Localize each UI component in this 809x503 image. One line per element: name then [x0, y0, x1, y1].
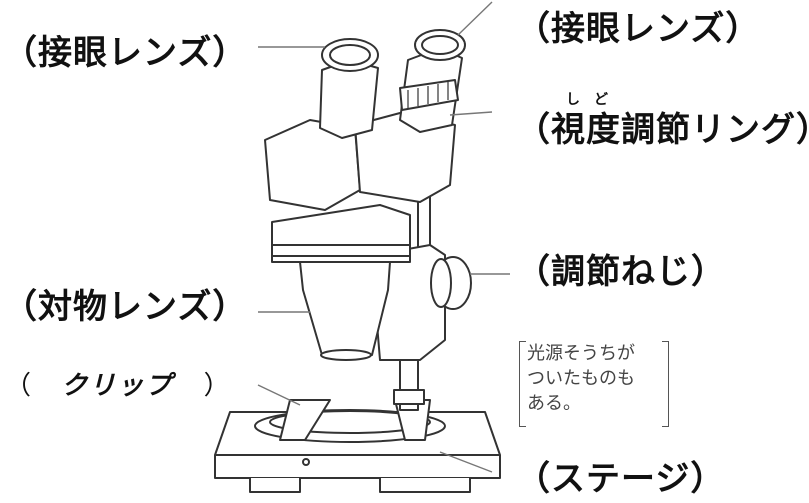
clip-word: クリップ [61, 371, 174, 401]
label-eyepiece-right: （接眼レンズ） [516, 9, 761, 49]
label-clip: （ クリップ ） [5, 373, 230, 399]
diopter-ring [399, 79, 459, 111]
leader-lines [257, 1, 510, 473]
prism-heads [264, 112, 456, 211]
clip-open-paren: （ [5, 371, 32, 401]
label-objective-lens: （対物レンズ） [3, 287, 248, 327]
microscope-body [271, 204, 411, 263]
note-bracket-left [519, 341, 526, 427]
clip-close-paren: ） [203, 371, 230, 401]
note-bracket-right [662, 341, 669, 427]
focus-knob [430, 256, 472, 310]
label-eyepiece-left: （接眼レンズ） [3, 33, 248, 73]
light-source-note: 光源そうちが ついたものも ある。 [519, 341, 669, 427]
note-text: 光源そうちが ついたものも ある。 [527, 343, 635, 414]
label-diopter-ring: （視度調節リング） [516, 110, 809, 150]
objective-lens-body [299, 261, 391, 361]
label-stage: （ステージ） [516, 459, 726, 499]
left-eyepiece-tube [319, 38, 379, 139]
label-diopter-ruby: し ど [566, 92, 608, 108]
label-focus-knob: （調節ねじ） [516, 252, 726, 292]
